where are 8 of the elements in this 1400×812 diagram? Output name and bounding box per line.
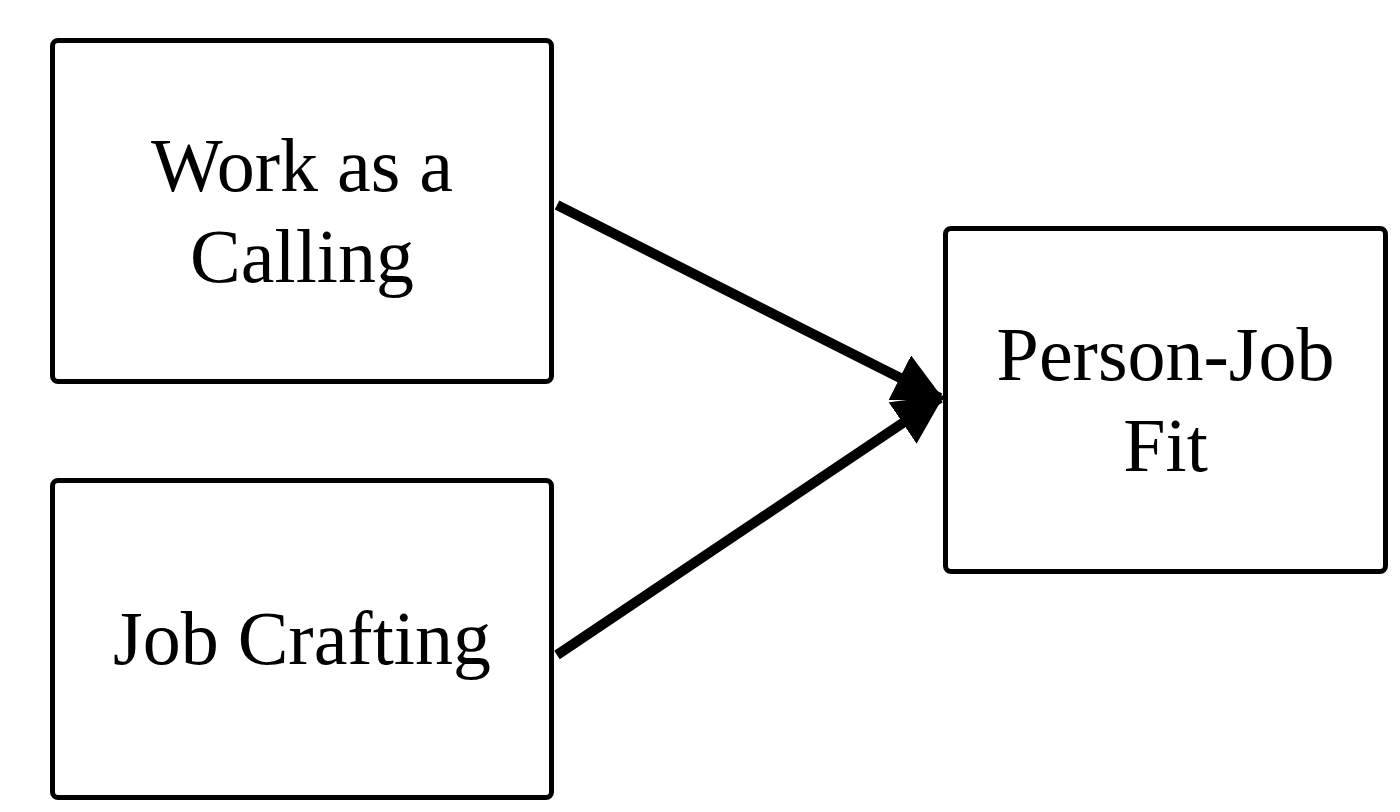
concept-box <box>943 226 1388 574</box>
concept-box <box>50 38 554 384</box>
concept-label: Work as a Calling <box>150 121 454 300</box>
arrow <box>554 393 945 660</box>
concept-label: Job Crafting <box>113 595 491 683</box>
concept-box <box>50 478 554 800</box>
arrow <box>554 200 945 403</box>
concept-label: Person-Job Fit <box>995 310 1336 489</box>
